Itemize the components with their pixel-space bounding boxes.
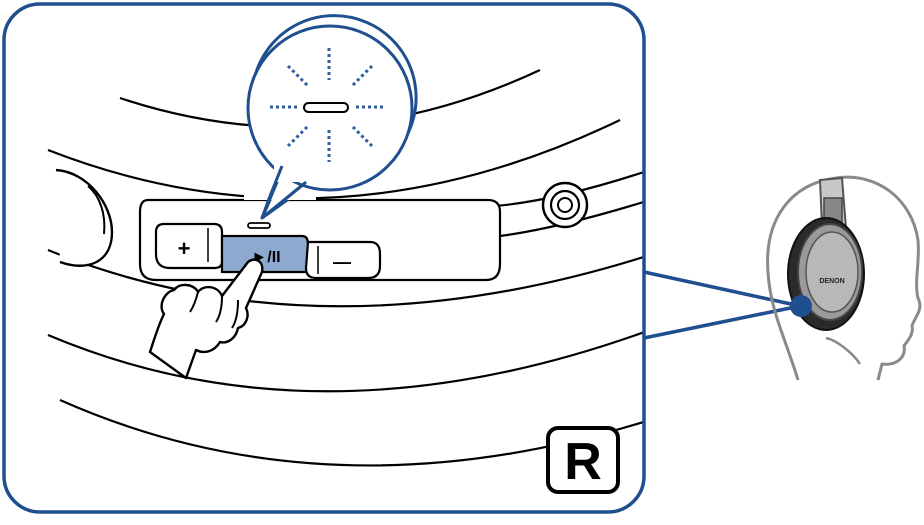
callout-connector — [643, 270, 801, 340]
volume-down-label: — — [333, 252, 351, 272]
hinge-knob — [55, 168, 114, 267]
right-side-badge: R — [546, 426, 620, 494]
headphone-brand: DENON — [819, 278, 844, 285]
audio-jack — [541, 181, 589, 229]
volume-up-button[interactable]: + — [154, 222, 224, 270]
blinking-led-icon — [270, 48, 386, 162]
head-outline — [766, 175, 922, 381]
head-with-headphone-illustration: DENON — [766, 175, 922, 381]
hand-pointer-icon — [148, 258, 264, 380]
detail-panel: + ►/II — — [2, 2, 646, 514]
right-side-letter: R — [564, 433, 602, 491]
volume-up-label: + — [178, 236, 191, 261]
volume-down-button[interactable]: — — [304, 240, 382, 280]
play-pause-button[interactable]: ►/II — [220, 234, 310, 274]
control-location-marker — [790, 295, 812, 317]
earcup-contour-3 — [47, 248, 644, 308]
led-indicator — [247, 222, 271, 229]
led-zoom-bubble — [244, 14, 418, 220]
panel-frame — [2, 2, 646, 514]
earcup-contour-4 — [47, 328, 644, 393]
earcup-contour-2 — [47, 119, 621, 200]
